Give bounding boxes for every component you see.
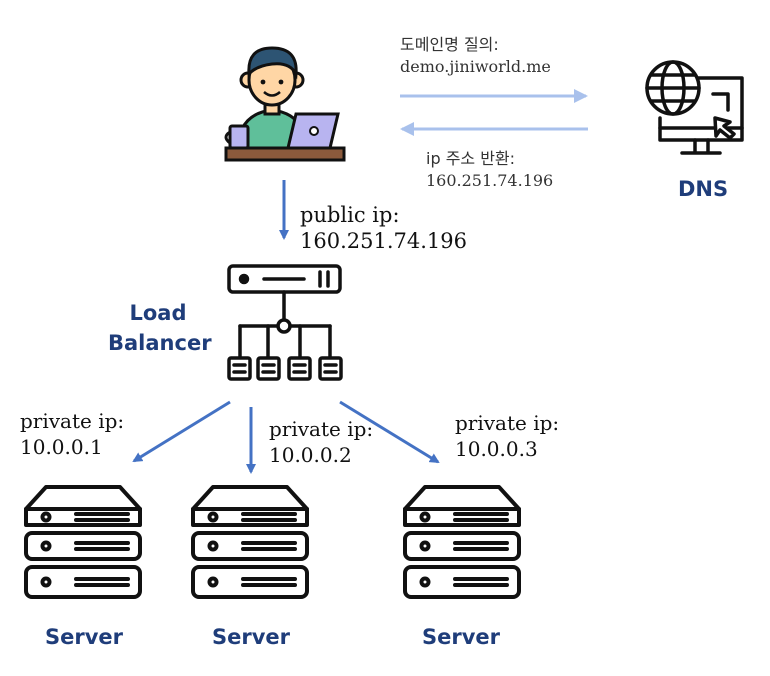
private-ip-1-line2: 10.0.0.1	[20, 435, 103, 459]
server-rack-icon-3	[403, 485, 521, 599]
load-balancer-line1: Load	[129, 301, 187, 325]
server-rack-icon-2	[191, 485, 309, 599]
load-balancer-label: Load Balancer	[108, 298, 212, 358]
dns-reply-label: ip 주소 반환: 160.251.74.196	[426, 148, 553, 192]
private-ip-2-line1: private ip:	[269, 417, 374, 441]
person-at-laptop-icon	[224, 46, 346, 162]
server-rack-icon-1	[24, 485, 142, 599]
dns-reply-line2: 160.251.74.196	[426, 171, 554, 190]
server-label-2: Server	[212, 625, 291, 649]
load-balancer-line2: Balancer	[108, 331, 212, 355]
server-label-1: Server	[45, 625, 124, 649]
public-ip-line2: 160.251.74.196	[300, 229, 467, 253]
private-ip-3-line2: 10.0.0.3	[455, 437, 538, 461]
private-ip-label-2: private ip: 10.0.0.2	[269, 416, 373, 468]
dns-reply-line1: ip 주소 반환:	[426, 149, 516, 168]
dns-query-line1: 도메인명 질의:	[400, 35, 499, 54]
public-ip-line1: public ip:	[300, 203, 400, 227]
private-ip-label-3: private ip: 10.0.0.3	[455, 410, 559, 462]
lb-to-server-3-arrow	[339, 400, 440, 464]
private-ip-2-line2: 10.0.0.2	[269, 443, 352, 467]
dns-globe-monitor-icon	[645, 60, 744, 155]
private-ip-1-line1: private ip:	[20, 409, 125, 433]
dns-label: DNS	[678, 177, 729, 201]
public-ip-label: public ip: 160.251.74.196	[300, 202, 467, 254]
dns-query-line2: demo.jiniworld.me	[400, 57, 551, 76]
server-label-3: Server	[422, 625, 501, 649]
dns-query-label: 도메인명 질의: demo.jiniworld.me	[400, 34, 551, 78]
load-balancer-icon	[227, 264, 343, 381]
private-ip-label-1: private ip: 10.0.0.1	[20, 408, 124, 460]
lb-to-server-1-arrow	[132, 400, 231, 463]
private-ip-3-line1: private ip:	[455, 411, 560, 435]
